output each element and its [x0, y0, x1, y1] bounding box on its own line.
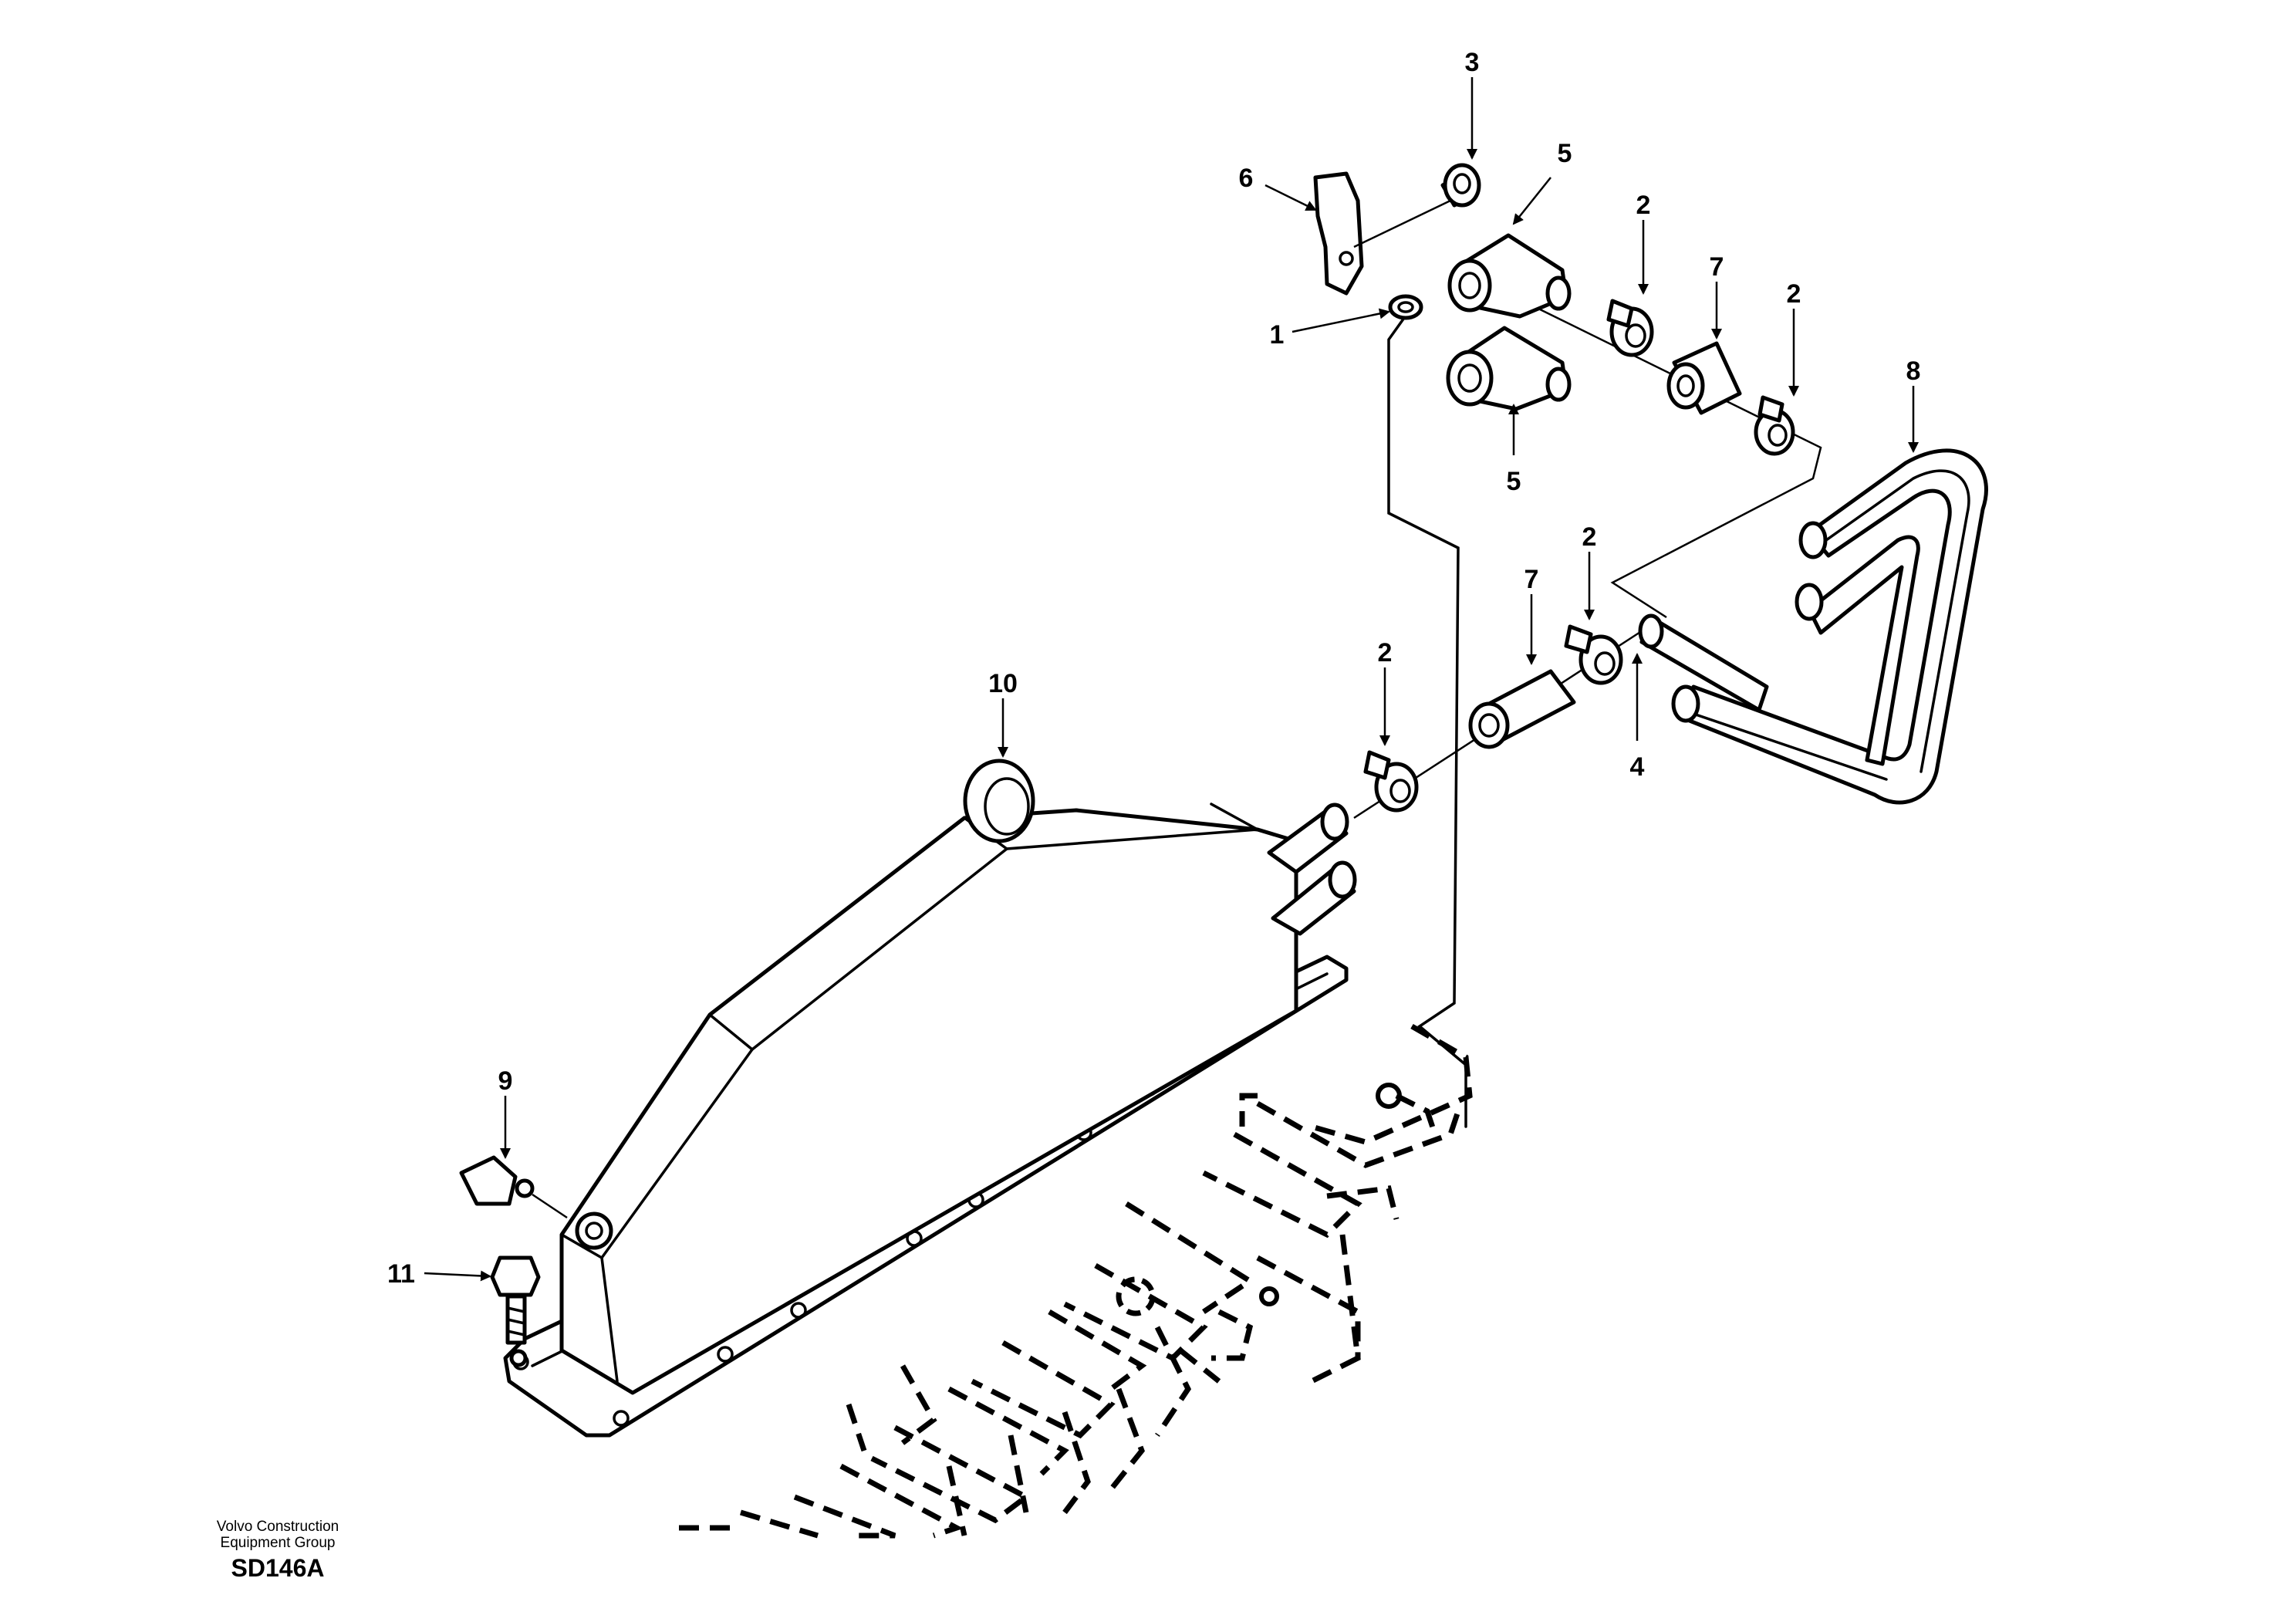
- callout-7-lower: 7: [1524, 565, 1539, 594]
- oil-line: [1387, 316, 1467, 1128]
- callout-2-lower-right: 2: [1582, 522, 1597, 552]
- callout-2-lower-left: 2: [1378, 638, 1393, 667]
- sensor-part-9: [459, 1155, 568, 1219]
- bracket-part-6: [1313, 171, 1364, 296]
- callout-1: 1: [1270, 320, 1285, 350]
- upper-hose-assembly: [1388, 233, 1822, 619]
- figure-code: SD146A: [231, 1554, 325, 1582]
- lower-hose-assembly: [1353, 613, 1769, 819]
- fitting-part-5-alt: [1446, 326, 1572, 411]
- callout-5-lower: 5: [1507, 467, 1521, 496]
- callout-8: 8: [1906, 357, 1921, 386]
- bolt-part-11: [490, 1255, 541, 1367]
- callout-11: 11: [387, 1259, 415, 1289]
- callout-6: 6: [1239, 164, 1254, 193]
- callout-3: 3: [1465, 48, 1480, 77]
- engine-block-outline: [679, 1023, 1473, 1539]
- callout-5-upper: 5: [1558, 139, 1572, 168]
- callout-7-upper: 7: [1710, 252, 1724, 282]
- leader-lines: [424, 77, 1919, 1282]
- brand-line-1: Volvo Construction: [216, 1519, 339, 1535]
- screw-part-3: [1353, 163, 1481, 248]
- callout-10: 10: [988, 669, 1018, 698]
- pipe-part-8: [1671, 448, 1988, 805]
- brand-line-2: Equipment Group: [220, 1535, 336, 1551]
- callout-labels: 3 6 5 1 2 7 2 8 5 2 7 2 4 10 9 11: [387, 48, 1920, 1289]
- figure-caption: Volvo Construction Equipment Group SD146…: [177, 1519, 378, 1583]
- callout-9: 9: [498, 1066, 513, 1096]
- callout-2-upper-left: 2: [1636, 191, 1651, 220]
- oil-cooler: [503, 759, 1357, 1438]
- callout-2-upper-right: 2: [1787, 279, 1801, 309]
- callout-4: 4: [1630, 752, 1645, 782]
